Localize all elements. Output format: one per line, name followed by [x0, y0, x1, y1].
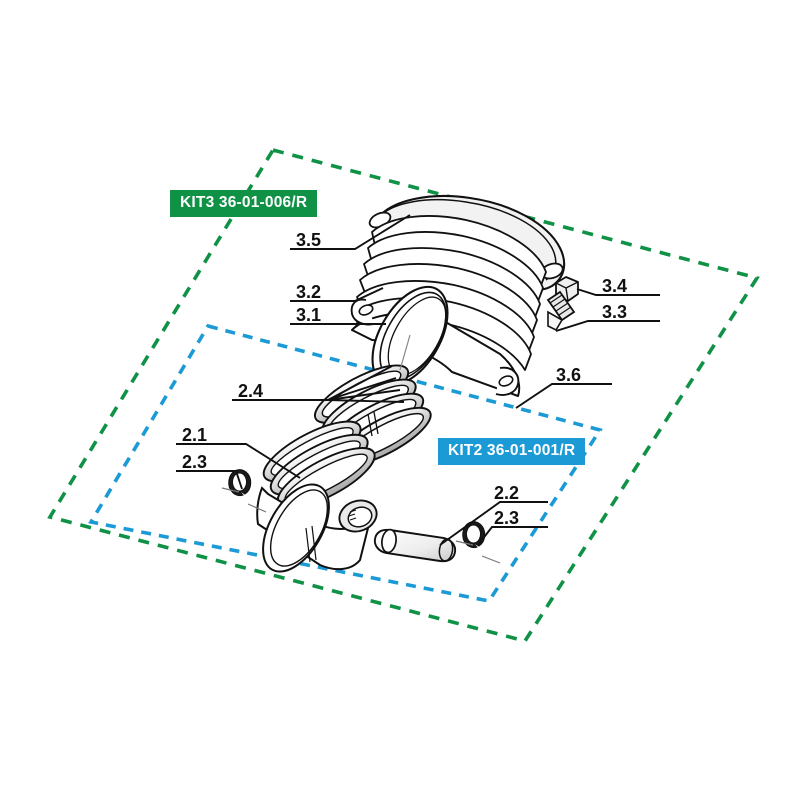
gudgeon-pin-part: [373, 528, 457, 563]
callout-2-2[interactable]: 2.2: [494, 483, 520, 503]
circlip-left-part: [221, 469, 267, 513]
cylinder-cooling-fins: [353, 215, 547, 371]
callout-2-3-right[interactable]: 2.3: [494, 508, 520, 528]
callout-2-4[interactable]: 2.4: [238, 381, 264, 401]
callout-3-5[interactable]: 3.5: [296, 230, 322, 250]
callout-3-2[interactable]: 3.2: [296, 282, 322, 302]
stud-and-nut-group: [546, 276, 579, 332]
callout-3-4[interactable]: 3.4: [602, 276, 628, 296]
piston-part: [256, 420, 378, 573]
callout-3-6[interactable]: 3.6: [556, 365, 582, 385]
callout-2-1[interactable]: 2.1: [182, 425, 208, 445]
kit2-boundary: [88, 323, 603, 604]
callout-3-1[interactable]: 3.1: [296, 305, 322, 325]
cylinder-barrel: [350, 195, 566, 397]
callout-leader-lines: [176, 214, 660, 546]
kit3-label[interactable]: KIT3 36-01-006/R: [170, 190, 318, 217]
piston-pin-boss: [338, 499, 378, 533]
kit3-boundary: [47, 147, 760, 644]
kit2-label[interactable]: KIT2 36-01-001/R: [438, 438, 586, 465]
circlip-right-part: [455, 521, 501, 564]
callout-2-3-left[interactable]: 2.3: [182, 452, 208, 472]
callout-3-3[interactable]: 3.3: [602, 302, 628, 322]
stud-bolt-part: [546, 290, 576, 332]
